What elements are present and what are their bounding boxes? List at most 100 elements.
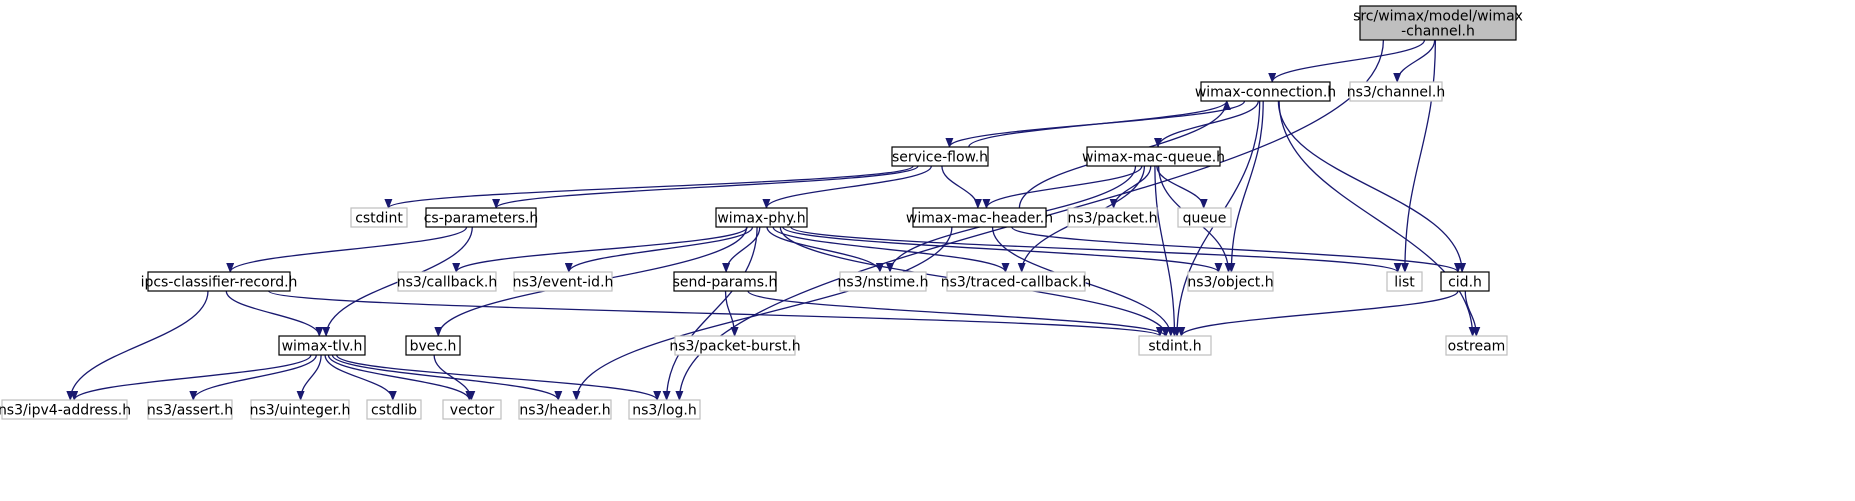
node-label: wimax-mac-header.h xyxy=(906,211,1053,227)
node-box xyxy=(715,207,808,228)
node-box xyxy=(278,335,366,356)
node-label: wimax-tlv.h xyxy=(282,339,363,355)
edge-send-params-to-stdint xyxy=(747,290,1170,337)
edge-root-to-ns3-channel xyxy=(1393,39,1436,83)
node-cs-parameters[interactable]: cs-parameters.h xyxy=(424,207,539,228)
node-label: ns3/nstime.h xyxy=(838,275,929,291)
node-ns3-nstime: ns3/nstime.h xyxy=(838,271,929,292)
node-wimax-mac-header[interactable]: wimax-mac-header.h xyxy=(906,207,1053,228)
node-box xyxy=(350,207,408,228)
edge-wimax-mac-header-to-cid xyxy=(1011,226,1462,273)
node-list: list xyxy=(1386,271,1423,292)
node-label: ns3/traced-callback.h xyxy=(941,275,1092,291)
edge-wimax-phy-to-list xyxy=(790,226,1402,273)
node-root[interactable]: src/wimax/model/wimax-channel.h xyxy=(1353,5,1523,41)
node-label: ostream xyxy=(1448,339,1506,355)
node-cid[interactable]: cid.h xyxy=(1440,271,1490,292)
node-wimax-tlv[interactable]: wimax-tlv.h xyxy=(278,335,366,356)
node-label: ns3/packet-burst.h xyxy=(669,339,800,355)
edge-wimax-tlv-to-vector xyxy=(327,354,474,401)
node-ns3-uinteger: ns3/uinteger.h xyxy=(250,399,351,420)
node-label: send-params.h xyxy=(673,275,778,291)
node-box xyxy=(1067,207,1158,228)
node-vector: vector xyxy=(442,399,502,420)
node-label: cid.h xyxy=(1448,275,1482,291)
node-label: ns3/ipv4-address.h xyxy=(0,403,131,419)
node-ns3-event-id: ns3/event-id.h xyxy=(513,271,614,292)
edge-wimax-connection-to-ostream xyxy=(1278,100,1477,337)
edge-wimax-mac-header-to-ns3-header xyxy=(572,226,953,401)
edge-wimax-phy-to-ns3-object xyxy=(782,226,1223,273)
node-label: ns3/channel.h xyxy=(1347,85,1446,101)
edge-ipcs-classifier-record-to-ns3-ipv4-address xyxy=(66,290,209,401)
node-box xyxy=(1386,271,1423,292)
node-label: cs-parameters.h xyxy=(424,211,539,227)
edge-root-to-wimax-connection xyxy=(1268,39,1426,83)
node-label: -channel.h xyxy=(1401,24,1475,40)
node-box xyxy=(1,399,128,420)
node-box xyxy=(442,399,502,420)
node-ns3-assert: ns3/assert.h xyxy=(147,399,233,420)
node-label: bvec.h xyxy=(410,339,457,355)
node-wimax-phy[interactable]: wimax-phy.h xyxy=(715,207,808,228)
node-box xyxy=(1187,271,1274,292)
edge-bvec-to-vector xyxy=(433,354,476,401)
node-box xyxy=(147,271,291,292)
edge-send-params-to-ns3-packet-burst xyxy=(724,290,739,337)
node-box xyxy=(147,399,233,420)
node-wimax-mac-queue[interactable]: wimax-mac-queue.h xyxy=(1082,146,1225,167)
edge-cs-parameters-to-ipcs-classifier-record xyxy=(226,226,468,273)
node-box xyxy=(912,207,1047,228)
node-stdint: stdint.h xyxy=(1138,335,1212,356)
node-ipcs-classifier-record[interactable]: ipcs-classifier-record.h xyxy=(141,271,298,292)
node-bvec[interactable]: bvec.h xyxy=(405,335,461,356)
edge-ipcs-classifier-record-to-wimax-tlv xyxy=(225,290,324,337)
node-box xyxy=(1086,146,1221,167)
node-box xyxy=(518,399,612,420)
edge-service-flow-to-wimax-mac-header xyxy=(941,165,982,209)
node-box xyxy=(405,335,461,356)
node-label: ns3/assert.h xyxy=(147,403,233,419)
node-ns3-packet-burst: ns3/packet-burst.h xyxy=(669,335,801,356)
edge-wimax-mac-queue-to-queue xyxy=(1156,165,1208,209)
node-ns3-log: ns3/log.h xyxy=(628,399,701,420)
edge-wimax-phy-to-ns3-traced-callback xyxy=(772,226,1010,273)
node-ns3-object: ns3/object.h xyxy=(1187,271,1274,292)
node-label: ns3/log.h xyxy=(632,403,696,419)
node-label: ns3/event-id.h xyxy=(513,275,614,291)
edge-wimax-mac-queue-to-stdint xyxy=(1154,165,1179,337)
node-cstdlib: cstdlib xyxy=(366,399,422,420)
node-box xyxy=(628,399,701,420)
node-box xyxy=(839,271,927,292)
edge-wimax-connection-to-cid xyxy=(1277,100,1467,273)
edge-wimax-tlv-to-ns3-uinteger xyxy=(296,354,322,401)
node-label: service-flow.h xyxy=(892,150,988,166)
node-layer: src/wimax/model/wimax-channel.h wimax-con… xyxy=(0,5,1523,420)
node-send-params[interactable]: send-params.h xyxy=(673,271,778,292)
node-box xyxy=(250,399,350,420)
node-wimax-connection[interactable]: wimax-connection.h xyxy=(1195,81,1336,102)
edge-service-flow-to-wimax-phy xyxy=(762,165,933,209)
edge-wimax-connection-to-ns3-object xyxy=(1227,100,1264,273)
node-label: vector xyxy=(450,403,495,419)
node-queue: queue xyxy=(1177,207,1232,228)
edge-wimax-tlv-to-ns3-ipv4-address xyxy=(70,354,312,401)
edge-root-to-list xyxy=(1400,39,1437,273)
node-box xyxy=(1138,335,1212,356)
node-box xyxy=(1359,5,1517,41)
node-box xyxy=(1177,207,1232,228)
edge-ipcs-classifier-record-to-stdint xyxy=(268,290,1164,337)
edge-wimax-tlv-to-ns3-header xyxy=(331,354,563,401)
node-box xyxy=(1349,81,1443,102)
node-label: ns3/uinteger.h xyxy=(250,403,351,419)
node-box xyxy=(1445,335,1508,356)
node-service-flow[interactable]: service-flow.h xyxy=(891,146,989,167)
edge-cid-to-stdint xyxy=(1177,290,1459,337)
node-label: cstdint xyxy=(355,211,403,227)
edge-wimax-phy-to-ns3-callback xyxy=(452,226,748,273)
edge-cid-to-ostream xyxy=(1464,290,1481,337)
node-label: src/wimax/model/wimax xyxy=(1353,9,1523,25)
edge-wimax-tlv-to-cstdlib xyxy=(324,354,397,401)
node-cstdint: cstdint xyxy=(350,207,408,228)
edge-service-flow-to-cstdint xyxy=(384,165,914,209)
